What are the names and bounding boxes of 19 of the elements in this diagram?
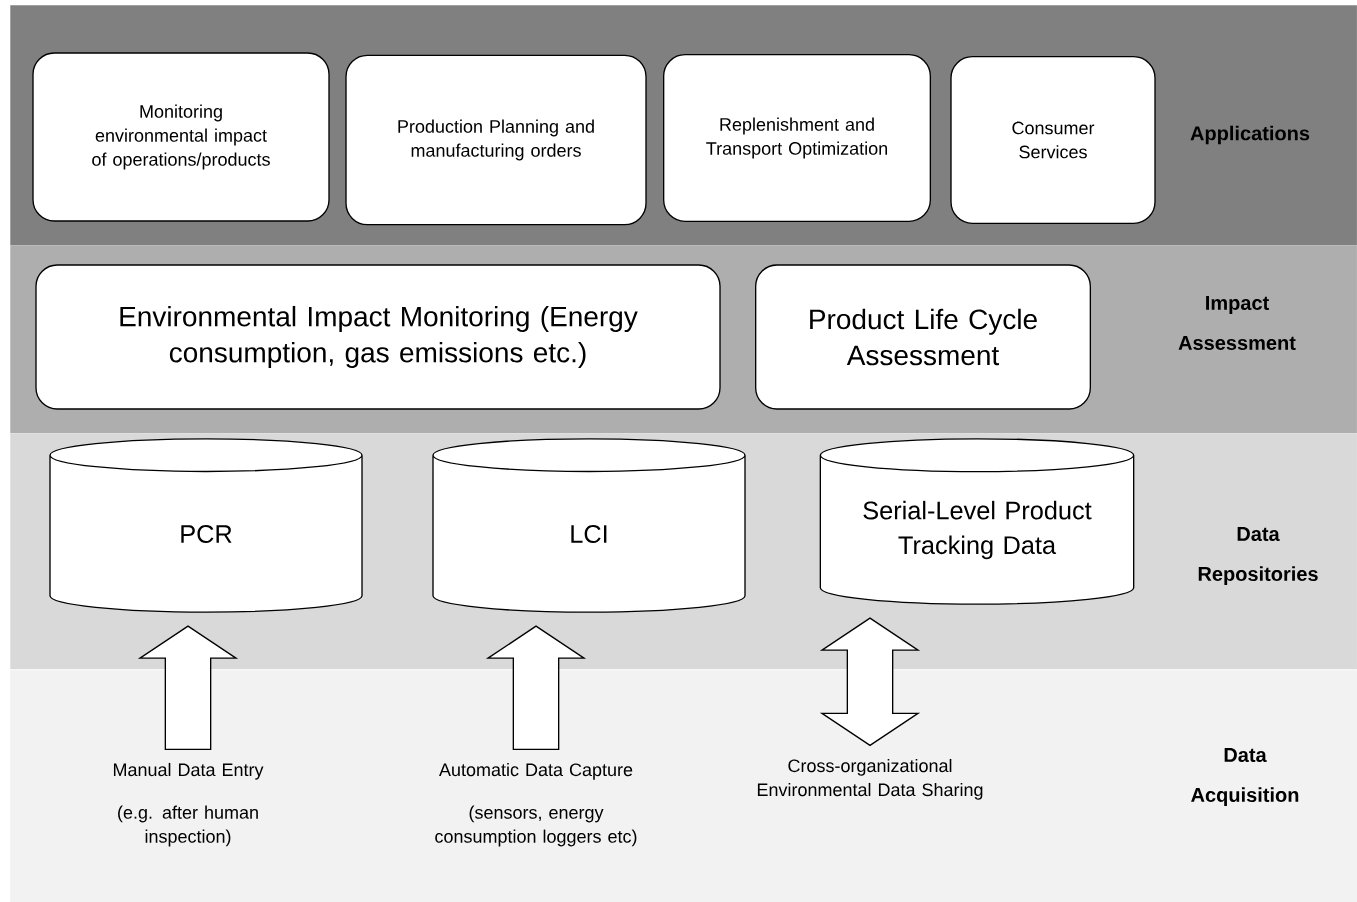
rounded-box: Monitoring environmental impact of operations/products — [32, 52, 330, 222]
rounded-box: Replenishment and Transport Optimization — [663, 54, 931, 222]
database-cylinder: Serial-Level Product Tracking Data — [819, 438, 1135, 605]
source-label: Manual Data Entry (e.g. after human inspection) — [113, 762, 264, 847]
layer-label: Impact Assessment — [1178, 296, 1296, 350]
block-arrow — [485, 625, 587, 750]
block-arrow — [137, 625, 239, 750]
layer-label: Data Repositories — [1198, 527, 1318, 585]
layer-label: Data Acquisition — [1191, 748, 1299, 806]
source-label: Cross-organizational Environmental Data Sharing — [757, 758, 983, 800]
rounded-box: Product Life Cycle Assessment — [755, 264, 1091, 410]
rounded-box: Production Planning and manufacturing orders — [345, 54, 647, 226]
rounded-box: Environmental Impact Monitoring (Energy consumption, gas emissions etc.) — [35, 264, 721, 410]
source-label: Automatic Data Capture (sensors, energy consumption loggers etc) — [435, 762, 637, 847]
database-cylinder: PCR — [49, 438, 363, 613]
layer-band — [10, 670, 1357, 902]
layer-label: Applications — [1190, 125, 1310, 145]
rounded-box: Consumer Services — [950, 56, 1156, 224]
database-cylinder: LCI — [432, 438, 746, 613]
